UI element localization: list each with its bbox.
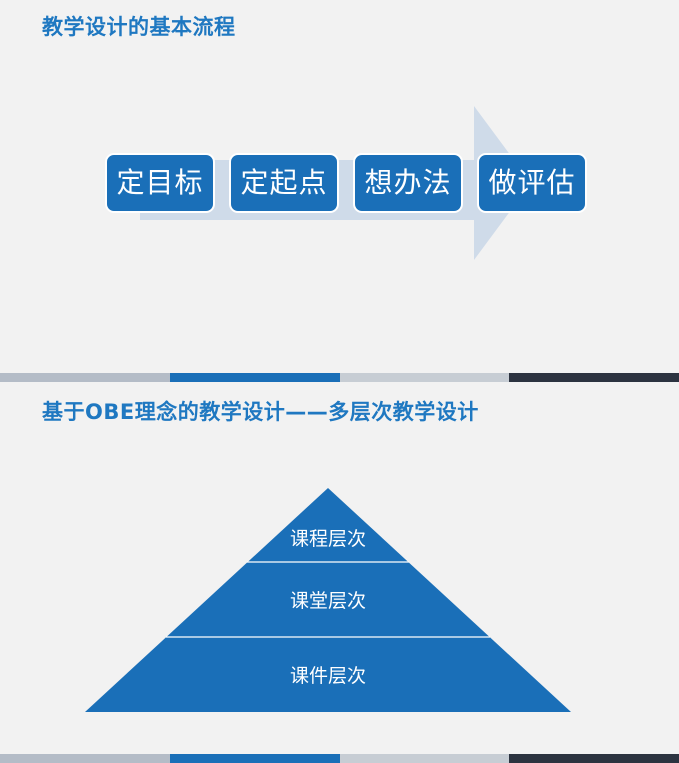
step-evaluate: 做评估 bbox=[477, 153, 587, 213]
color-bar-segment bbox=[169, 373, 340, 382]
color-bar-segment bbox=[169, 754, 340, 763]
color-bar bbox=[0, 754, 679, 763]
color-bar-segment bbox=[339, 373, 510, 382]
color-bar-segment bbox=[339, 754, 510, 763]
color-bar bbox=[0, 373, 679, 382]
pyramid-shape bbox=[85, 488, 571, 712]
pyramid: 课程层次 课堂层次 课件层次 bbox=[85, 488, 571, 712]
level-classroom: 课堂层次 bbox=[290, 590, 366, 612]
level-course: 课程层次 bbox=[290, 528, 366, 550]
slide-title: 基于OBE理念的教学设计——多层次教学设计 bbox=[42, 400, 479, 424]
color-bar-segment bbox=[0, 373, 170, 382]
color-bar-segment bbox=[0, 754, 170, 763]
slide-levels: 基于OBE理念的教学设计——多层次教学设计 课程层次 课堂层次 课件层次 bbox=[0, 382, 679, 763]
step-set-starting-point: 定起点 bbox=[229, 153, 339, 213]
step-set-goals: 定目标 bbox=[105, 153, 215, 213]
color-bar-segment bbox=[509, 373, 679, 382]
color-bar-segment bbox=[509, 754, 679, 763]
slide-process: 教学设计的基本流程 定目标 定起点 想办法 做评估 bbox=[0, 15, 679, 382]
level-courseware: 课件层次 bbox=[290, 665, 366, 687]
step-find-methods: 想办法 bbox=[353, 153, 463, 213]
slide-title: 教学设计的基本流程 bbox=[42, 15, 236, 39]
